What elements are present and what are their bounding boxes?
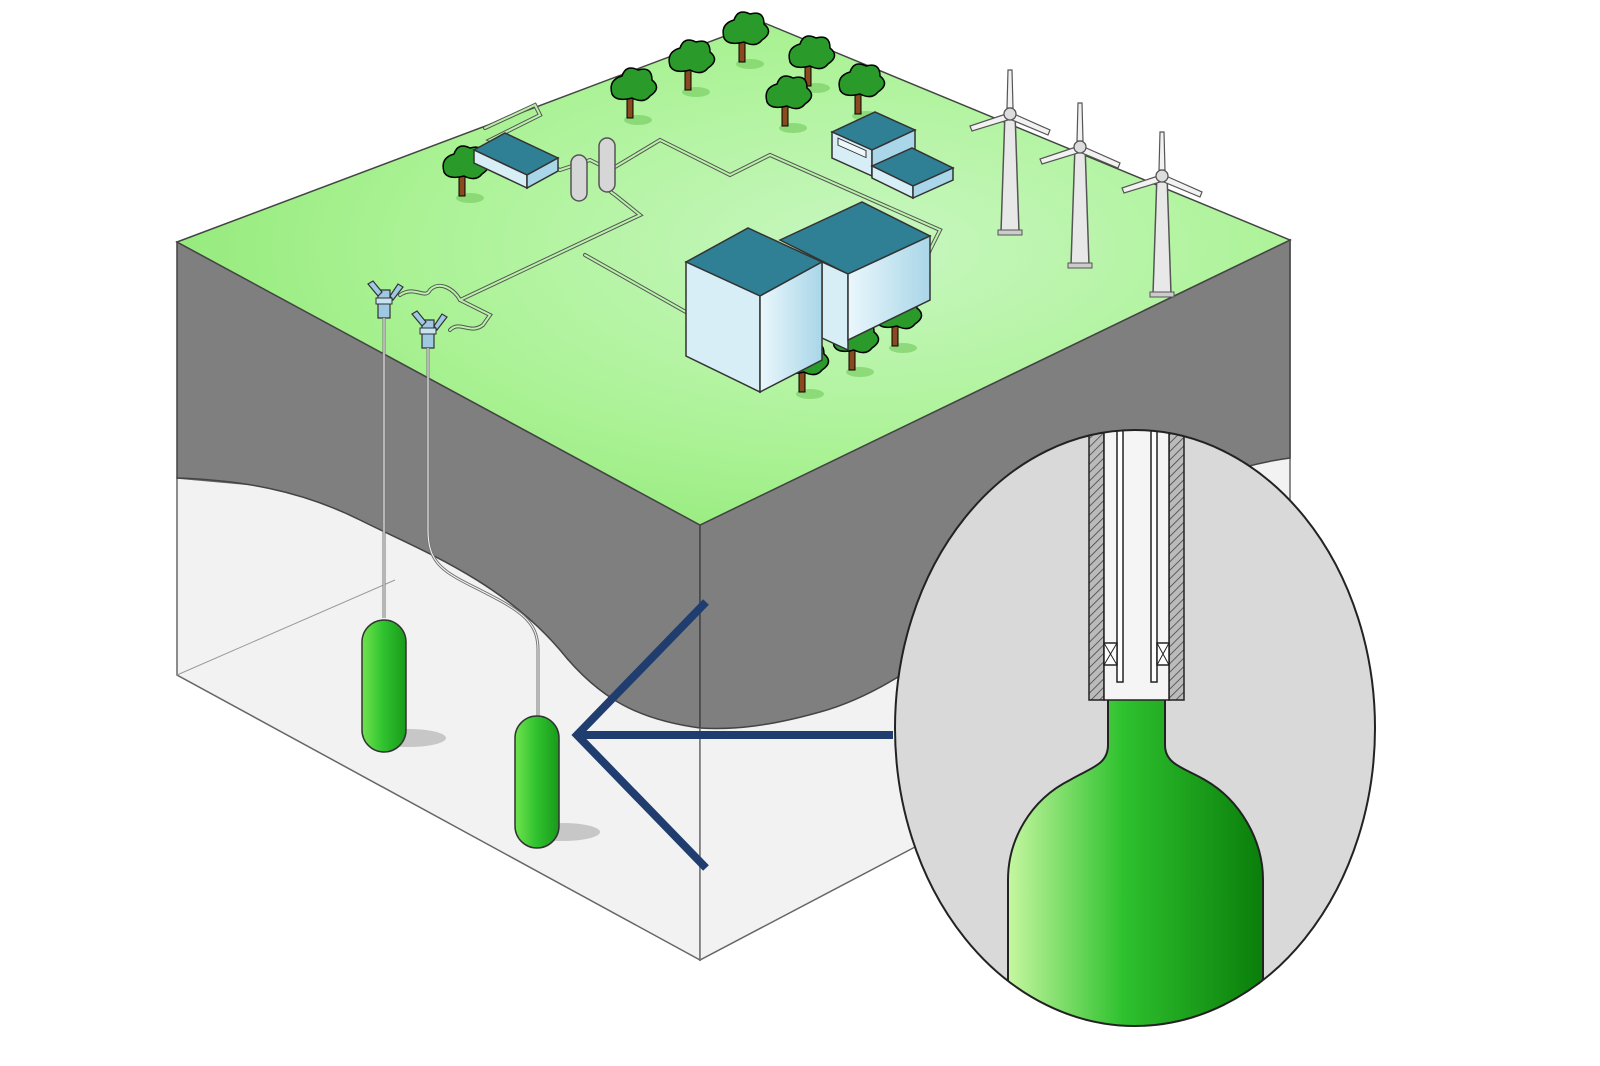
salt-caverns: [361, 619, 600, 849]
well-pipes: [382, 318, 540, 718]
main-building-icon: [684, 201, 932, 394]
office-buildings-icon: [830, 111, 955, 200]
salt-cavern-icon: [514, 715, 560, 849]
cavern-detail-inset: [894, 429, 1376, 1027]
callout-lines: [571, 599, 893, 871]
cavern-bulb: [1007, 689, 1264, 1026]
rock-layer-left-face: [176, 240, 701, 729]
storage-tank-icon: [570, 137, 616, 202]
packer-icon: [1103, 642, 1170, 666]
salt-cavern-icon: [361, 619, 407, 753]
compressor-building-icon: [472, 132, 560, 190]
